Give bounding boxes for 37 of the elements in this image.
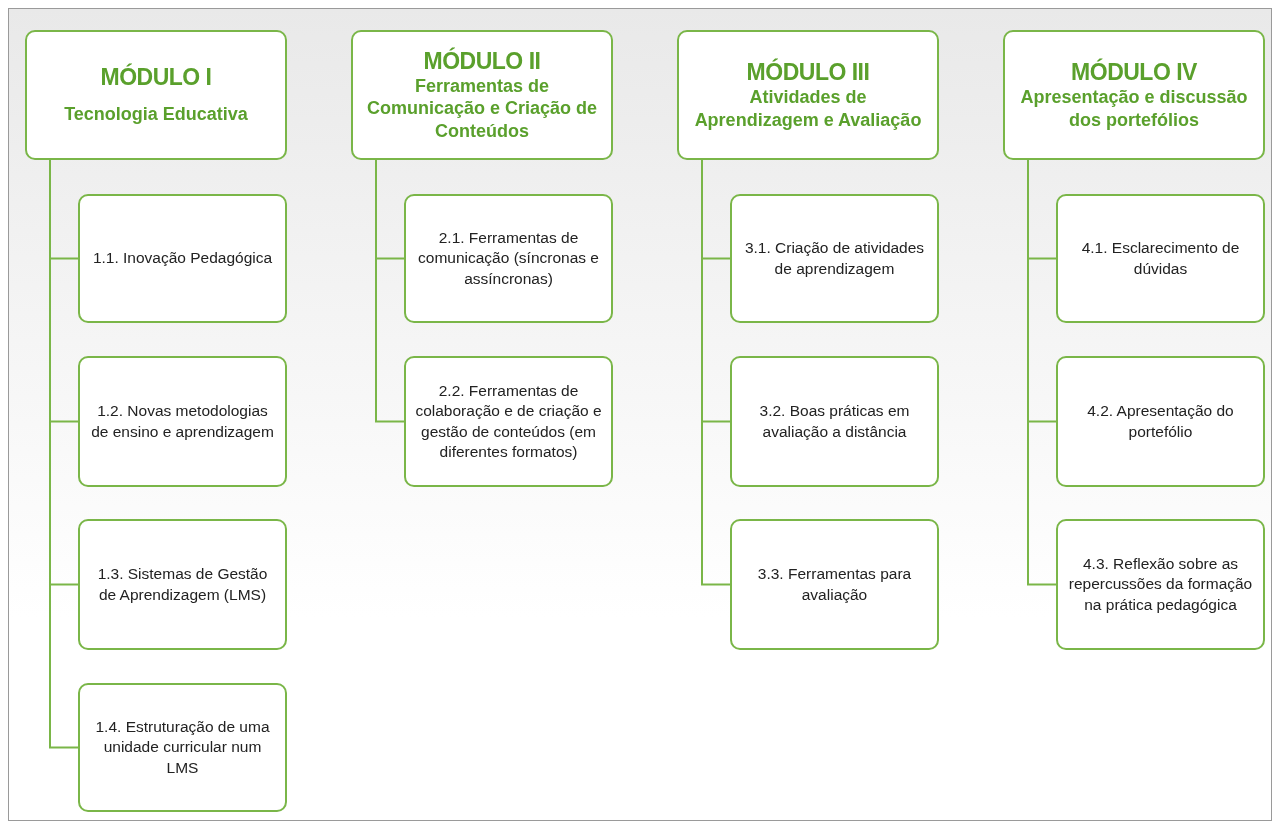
topic-text: 4.1. Esclarecimento de dúvidas: [1080, 238, 1241, 279]
topic-box: [1056, 519, 1265, 650]
topic-box: [78, 683, 287, 812]
module-title: MÓDULO I: [100, 64, 212, 92]
module-header-box: [351, 30, 613, 160]
topic-text: 1.4. Estruturação de uma unidade curricular num LMS: [94, 717, 271, 778]
topic-box: [1056, 194, 1265, 323]
topic-box: [730, 356, 939, 487]
module-subtitle: Apresentação e discussão dos portefólios: [1019, 86, 1249, 131]
topic-box: [404, 356, 613, 487]
topic-box: [78, 356, 287, 487]
module-title: MÓDULO IV: [1071, 59, 1197, 86]
topic-text: 1.3. Sistemas de Gestão de Aprendizagem (LMS): [96, 564, 269, 605]
topic-text: 2.1. Ferramentas de comunicação (síncronas e assíncronas): [417, 228, 600, 289]
topic-box: [730, 519, 939, 650]
module-header-box: [1003, 30, 1265, 160]
topic-text: 4.3. Reflexão sobre as repercussões da formação na prática pedagógica: [1067, 554, 1254, 615]
topic-box: [78, 519, 287, 650]
topic-box: [730, 194, 939, 323]
module-header-box: [25, 30, 287, 160]
module-header-box: [677, 30, 939, 160]
topic-text: 1.1. Inovação Pedagógica: [92, 248, 273, 269]
module-subtitle: Tecnologia Educativa: [64, 103, 248, 126]
topic-box: [1056, 356, 1265, 487]
connector-line: [375, 159, 405, 423]
module-title: MÓDULO II: [423, 47, 541, 75]
module-subtitle: Ferramentas de Comunicação e Criação de Conteúdos: [365, 74, 599, 143]
topic-text: 3.3. Ferramentas para avaliação: [756, 564, 913, 605]
topic-box: [78, 194, 287, 323]
topic-text: 3.2. Boas práticas em avaliação a distância: [758, 401, 911, 442]
topic-box: [404, 194, 613, 323]
module-subtitle: Atividades de Aprendizagem e Avaliação: [693, 86, 923, 131]
topic-text: 1.2. Novas metodologias de ensino e aprendizagem: [90, 401, 275, 442]
module-title: MÓDULO III: [746, 59, 870, 86]
topic-text: 2.2. Ferramentas de colaboração e de criação e gestão de conteúdos (em diferentes formatos): [414, 381, 603, 462]
topic-text: 3.1. Criação de atividades de aprendizagem: [743, 238, 926, 279]
topic-text: 4.2. Apresentação do portefólio: [1086, 401, 1235, 442]
